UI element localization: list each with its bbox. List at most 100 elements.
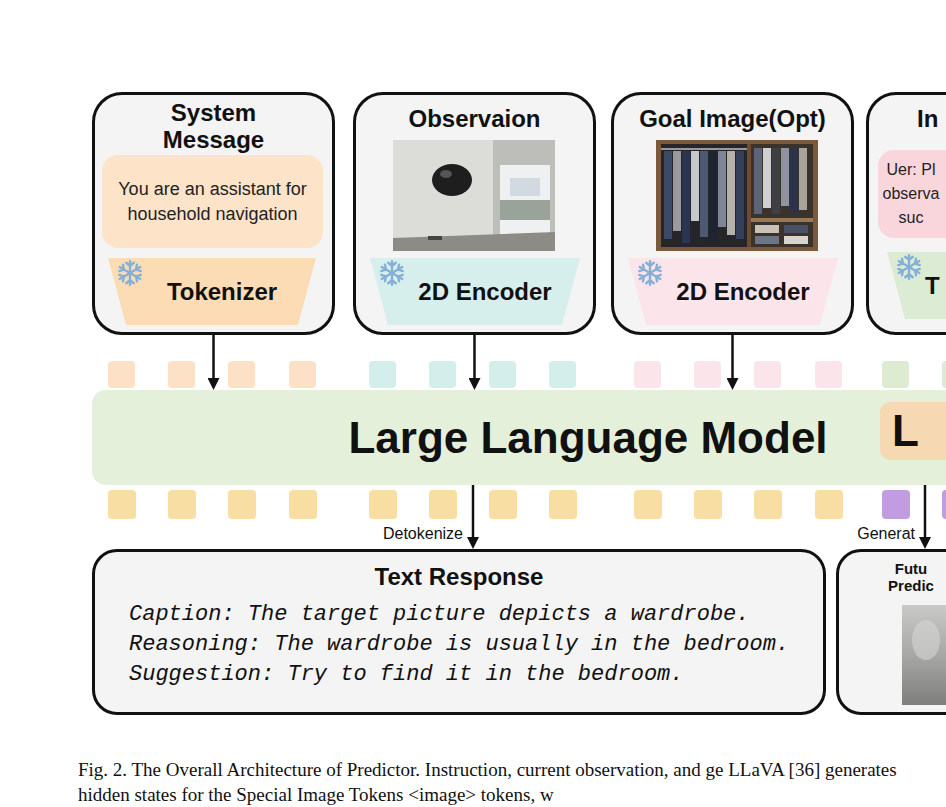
future-photo <box>902 605 946 705</box>
wall <box>393 140 493 251</box>
folded-item <box>784 236 808 244</box>
token <box>228 490 256 519</box>
wall <box>493 140 555 251</box>
token <box>108 490 136 519</box>
token <box>549 361 576 388</box>
garment <box>754 148 762 214</box>
token <box>694 490 722 519</box>
observation-photo <box>393 140 555 251</box>
garment <box>709 151 717 241</box>
frozen-icons <box>118 255 921 285</box>
output-panel: Futu Predic <box>836 549 946 715</box>
trapezoid-fill <box>370 258 580 325</box>
token <box>108 361 135 388</box>
trapezoid-fill <box>628 258 838 325</box>
token <box>489 490 517 519</box>
garment <box>664 151 672 239</box>
encoder-trapezoid: 2D Encoder <box>370 258 580 325</box>
node-text: T <box>925 272 940 299</box>
prompt-box: Uer: Pl observa suc <box>878 150 946 238</box>
token <box>228 361 255 388</box>
token <box>694 361 721 388</box>
node-text: Tokenizer <box>167 278 277 305</box>
garment <box>799 148 807 210</box>
output-tokens <box>108 490 946 519</box>
snowflake-icon <box>897 255 921 279</box>
tokenizer-trapezoid: Tokenizer <box>108 258 316 325</box>
token <box>429 361 456 388</box>
panel-heading: Text Response <box>101 562 817 592</box>
garment <box>763 148 771 208</box>
snowflake-icon <box>638 261 662 285</box>
token <box>168 490 196 519</box>
node-text: You are an assistant for household navig… <box>112 177 313 227</box>
garment <box>691 151 699 221</box>
folded-item <box>755 236 779 244</box>
node-text: Reasoning: The wardrobe is usually in th… <box>129 630 817 660</box>
input-panel: System MessageYou are an assistant for h… <box>92 92 335 335</box>
arrow-connector <box>212 335 215 381</box>
garment <box>682 151 690 243</box>
wardrobe-inside <box>751 144 813 247</box>
input-panel: InUer: Pl observa sucT <box>866 92 946 335</box>
tokenizer-trapezoid: T <box>887 252 946 319</box>
wardrobe-photo <box>656 140 818 251</box>
output-panel: Text ResponseCaption: The target picture… <box>92 549 826 715</box>
input-tokens <box>108 361 946 388</box>
divider <box>747 144 751 247</box>
panel-heading: Futu Predic <box>879 560 943 594</box>
trees <box>500 200 550 220</box>
token <box>369 361 396 388</box>
edge-label-holder: Detokenize <box>381 524 465 544</box>
node-text: L <box>892 406 919 456</box>
trapezoid-fill <box>108 258 316 325</box>
arrow-connector <box>731 335 734 381</box>
token <box>168 361 195 388</box>
panel-heading: Observaion <box>356 105 593 132</box>
garment <box>673 151 681 231</box>
token <box>429 490 457 519</box>
encoder-trapezoid: 2D Encoder <box>628 258 838 325</box>
token <box>815 490 843 519</box>
figure-caption: Fig. 2. The Overall Architecture of Pred… <box>78 757 944 807</box>
garment <box>790 148 798 214</box>
folded-item <box>755 225 779 233</box>
blur-patch <box>912 620 940 660</box>
plate <box>428 236 442 240</box>
building <box>510 178 540 196</box>
predicted-frame <box>902 605 946 705</box>
edge-label: Generat <box>855 524 917 544</box>
prompt-box: You are an assistant for household navig… <box>102 155 323 248</box>
token <box>942 490 946 519</box>
token <box>634 490 662 519</box>
llm-band: Large Language ModelL <box>92 390 946 485</box>
garment <box>700 151 708 237</box>
adapter-box: L <box>880 402 946 460</box>
token <box>549 490 577 519</box>
token <box>634 361 661 388</box>
shelf <box>751 218 813 222</box>
caption-holder: Fig. 2. The Overall Architecture of Pred… <box>78 757 944 807</box>
token <box>369 490 397 519</box>
arrow-connector <box>473 335 476 381</box>
input-panel: Goal Image(Opt) 2D Encoder <box>611 92 854 335</box>
panel-heading: Goal Image(Opt) <box>614 105 851 132</box>
snowflake-icon <box>380 261 404 285</box>
garment <box>781 148 789 206</box>
garment <box>718 151 726 227</box>
photo-ground <box>393 140 555 251</box>
snowflake-icon <box>118 261 142 285</box>
wardrobe-frame <box>656 140 818 251</box>
doorway <box>500 165 550 237</box>
token <box>289 490 317 519</box>
wardrobe-inside <box>661 144 747 247</box>
node-text: 2D Encoder <box>418 278 551 305</box>
panel-heading: In <box>917 105 946 132</box>
node-text: Suggestion: Try to find it in the bedroo… <box>129 660 817 690</box>
input-panel: Observaion 2D Encoder <box>353 92 596 335</box>
floor <box>393 232 555 251</box>
garment <box>772 148 780 214</box>
token <box>754 361 781 388</box>
edge-label-holder: Generat <box>855 524 917 544</box>
